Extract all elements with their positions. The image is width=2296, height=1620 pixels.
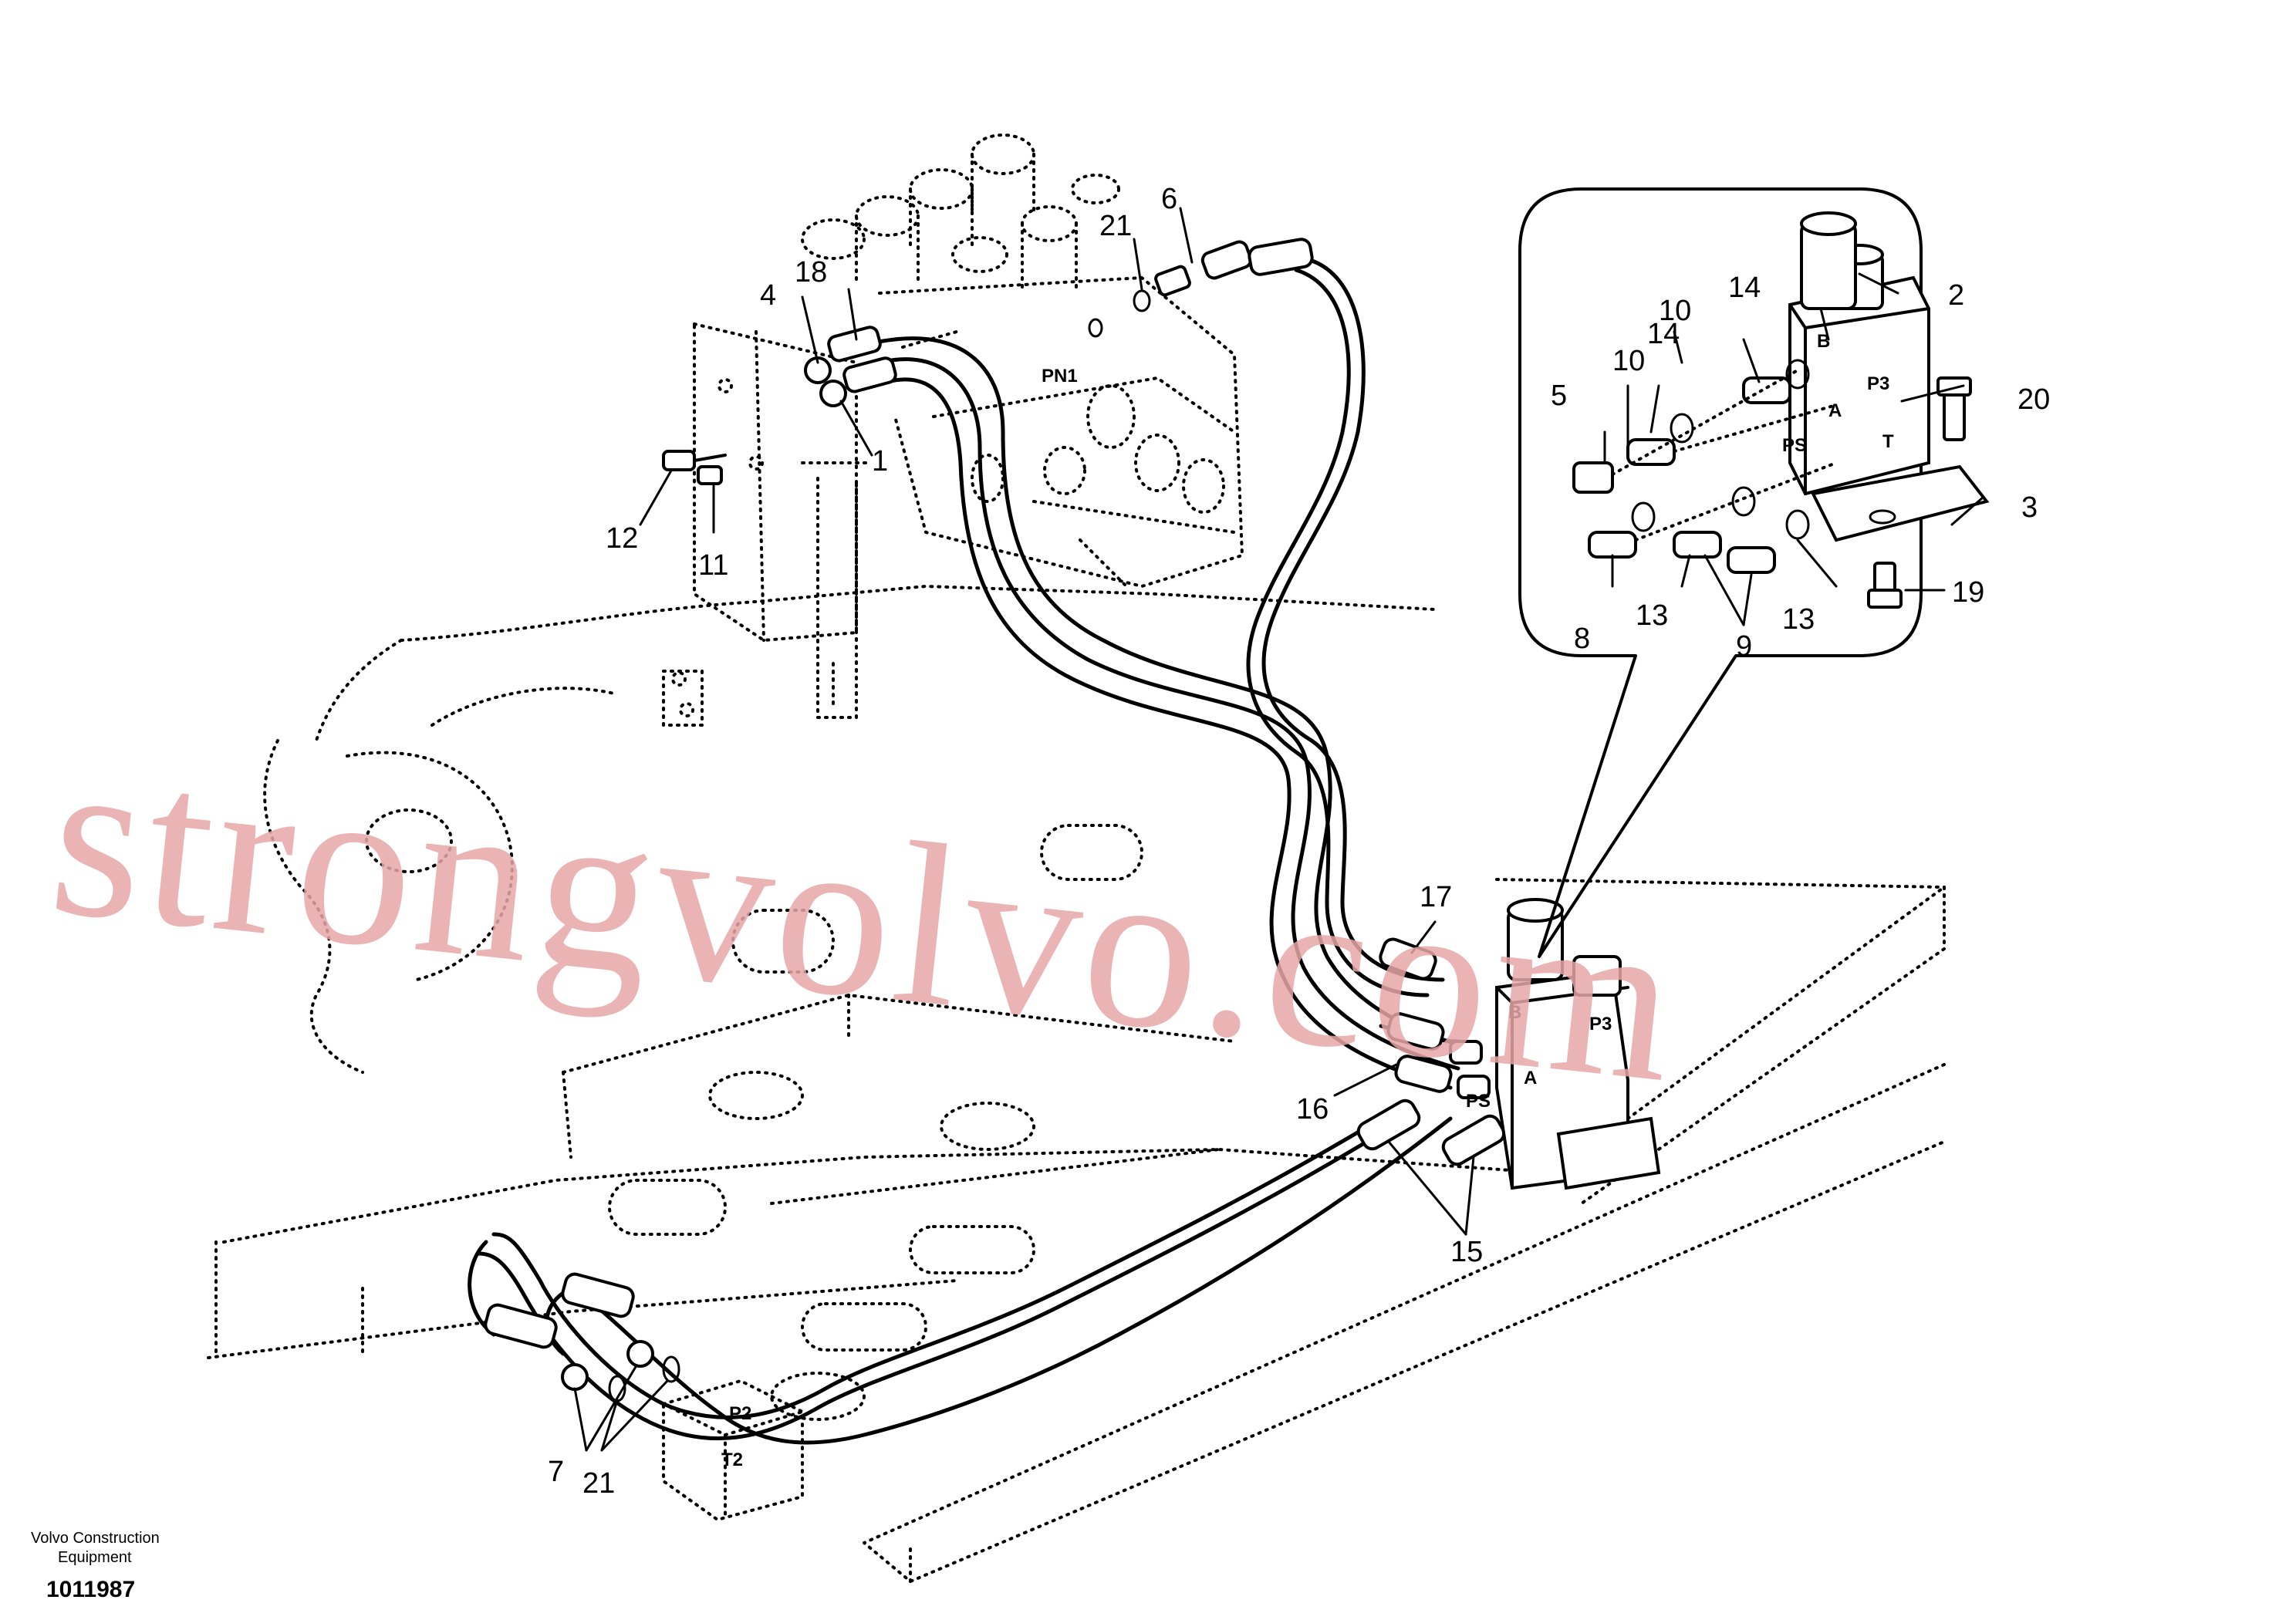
company-name-line2: Equipment — [58, 1549, 132, 1566]
port-detail-ps: PS — [1782, 435, 1807, 456]
watermark-text: strongvolvo.com — [41, 705, 1690, 1131]
port-main-a: A — [1524, 1068, 1537, 1088]
callout-16: 16 — [1296, 1093, 1329, 1126]
document-number: 1011987 — [46, 1577, 135, 1602]
callout-21b: 21 — [582, 1467, 615, 1500]
callout-19: 19 — [1952, 576, 1984, 609]
port-t2: T2 — [721, 1450, 743, 1470]
port-pn1: PN1 — [1042, 366, 1078, 386]
company-name-line1: Volvo Construction — [31, 1530, 160, 1547]
port-detail-t: T — [1882, 431, 1894, 452]
port-p2: P2 — [729, 1403, 751, 1424]
callout-9: 9 — [1736, 630, 1752, 663]
control-valve-outline — [801, 133, 1244, 588]
machine-frame-outline — [207, 322, 1946, 1583]
callout-17: 17 — [1420, 881, 1452, 913]
callout-10b: 10 — [1659, 295, 1691, 327]
callout-14a: 14 — [1647, 318, 1680, 350]
footer: Volvo Construction Equipment 1011987 — [31, 1530, 160, 1602]
callout-11: 11 — [698, 549, 728, 582]
callout-13b: 13 — [1782, 603, 1815, 636]
port-main-p3: P3 — [1589, 1014, 1612, 1034]
callout-6: 6 — [1161, 183, 1177, 215]
callout-21a: 21 — [1099, 210, 1132, 242]
callout-15: 15 — [1450, 1236, 1483, 1268]
callout-20: 20 — [2017, 383, 2050, 416]
callout-13a: 13 — [1636, 599, 1668, 632]
callout-8: 8 — [1574, 623, 1590, 655]
callout-2: 2 — [1948, 279, 1964, 312]
fittings — [484, 238, 1506, 1402]
port-main-b: B — [1508, 1002, 1521, 1023]
port-labels: PN1 B P3 A PS B P3 A PS T P2 T2 — [721, 331, 1894, 1470]
callout-5: 5 — [1551, 380, 1567, 412]
leader-lines — [573, 207, 1984, 1452]
detail-bubble — [1518, 187, 1990, 958]
watermark: strongvolvo.com — [41, 705, 1690, 1131]
callout-18: 18 — [795, 256, 827, 289]
hoses — [468, 256, 1476, 1445]
port-detail-a: A — [1828, 400, 1842, 421]
callout-12: 12 — [606, 522, 638, 555]
port-detail-b: B — [1817, 331, 1830, 352]
main-solenoid-valve — [1495, 898, 1661, 1190]
callout-14b: 14 — [1728, 272, 1761, 304]
callout-10a: 10 — [1612, 345, 1645, 377]
callout-labels: 1 2 3 4 5 6 7 8 9 10 10 11 12 13 13 14 1… — [548, 183, 2050, 1500]
port-main-ps: PS — [1466, 1091, 1491, 1112]
callout-3: 3 — [2021, 491, 2038, 524]
callout-1: 1 — [872, 445, 888, 478]
callout-4: 4 — [760, 279, 776, 312]
port-detail-p3: P3 — [1867, 373, 1889, 394]
callout-7: 7 — [548, 1456, 564, 1488]
